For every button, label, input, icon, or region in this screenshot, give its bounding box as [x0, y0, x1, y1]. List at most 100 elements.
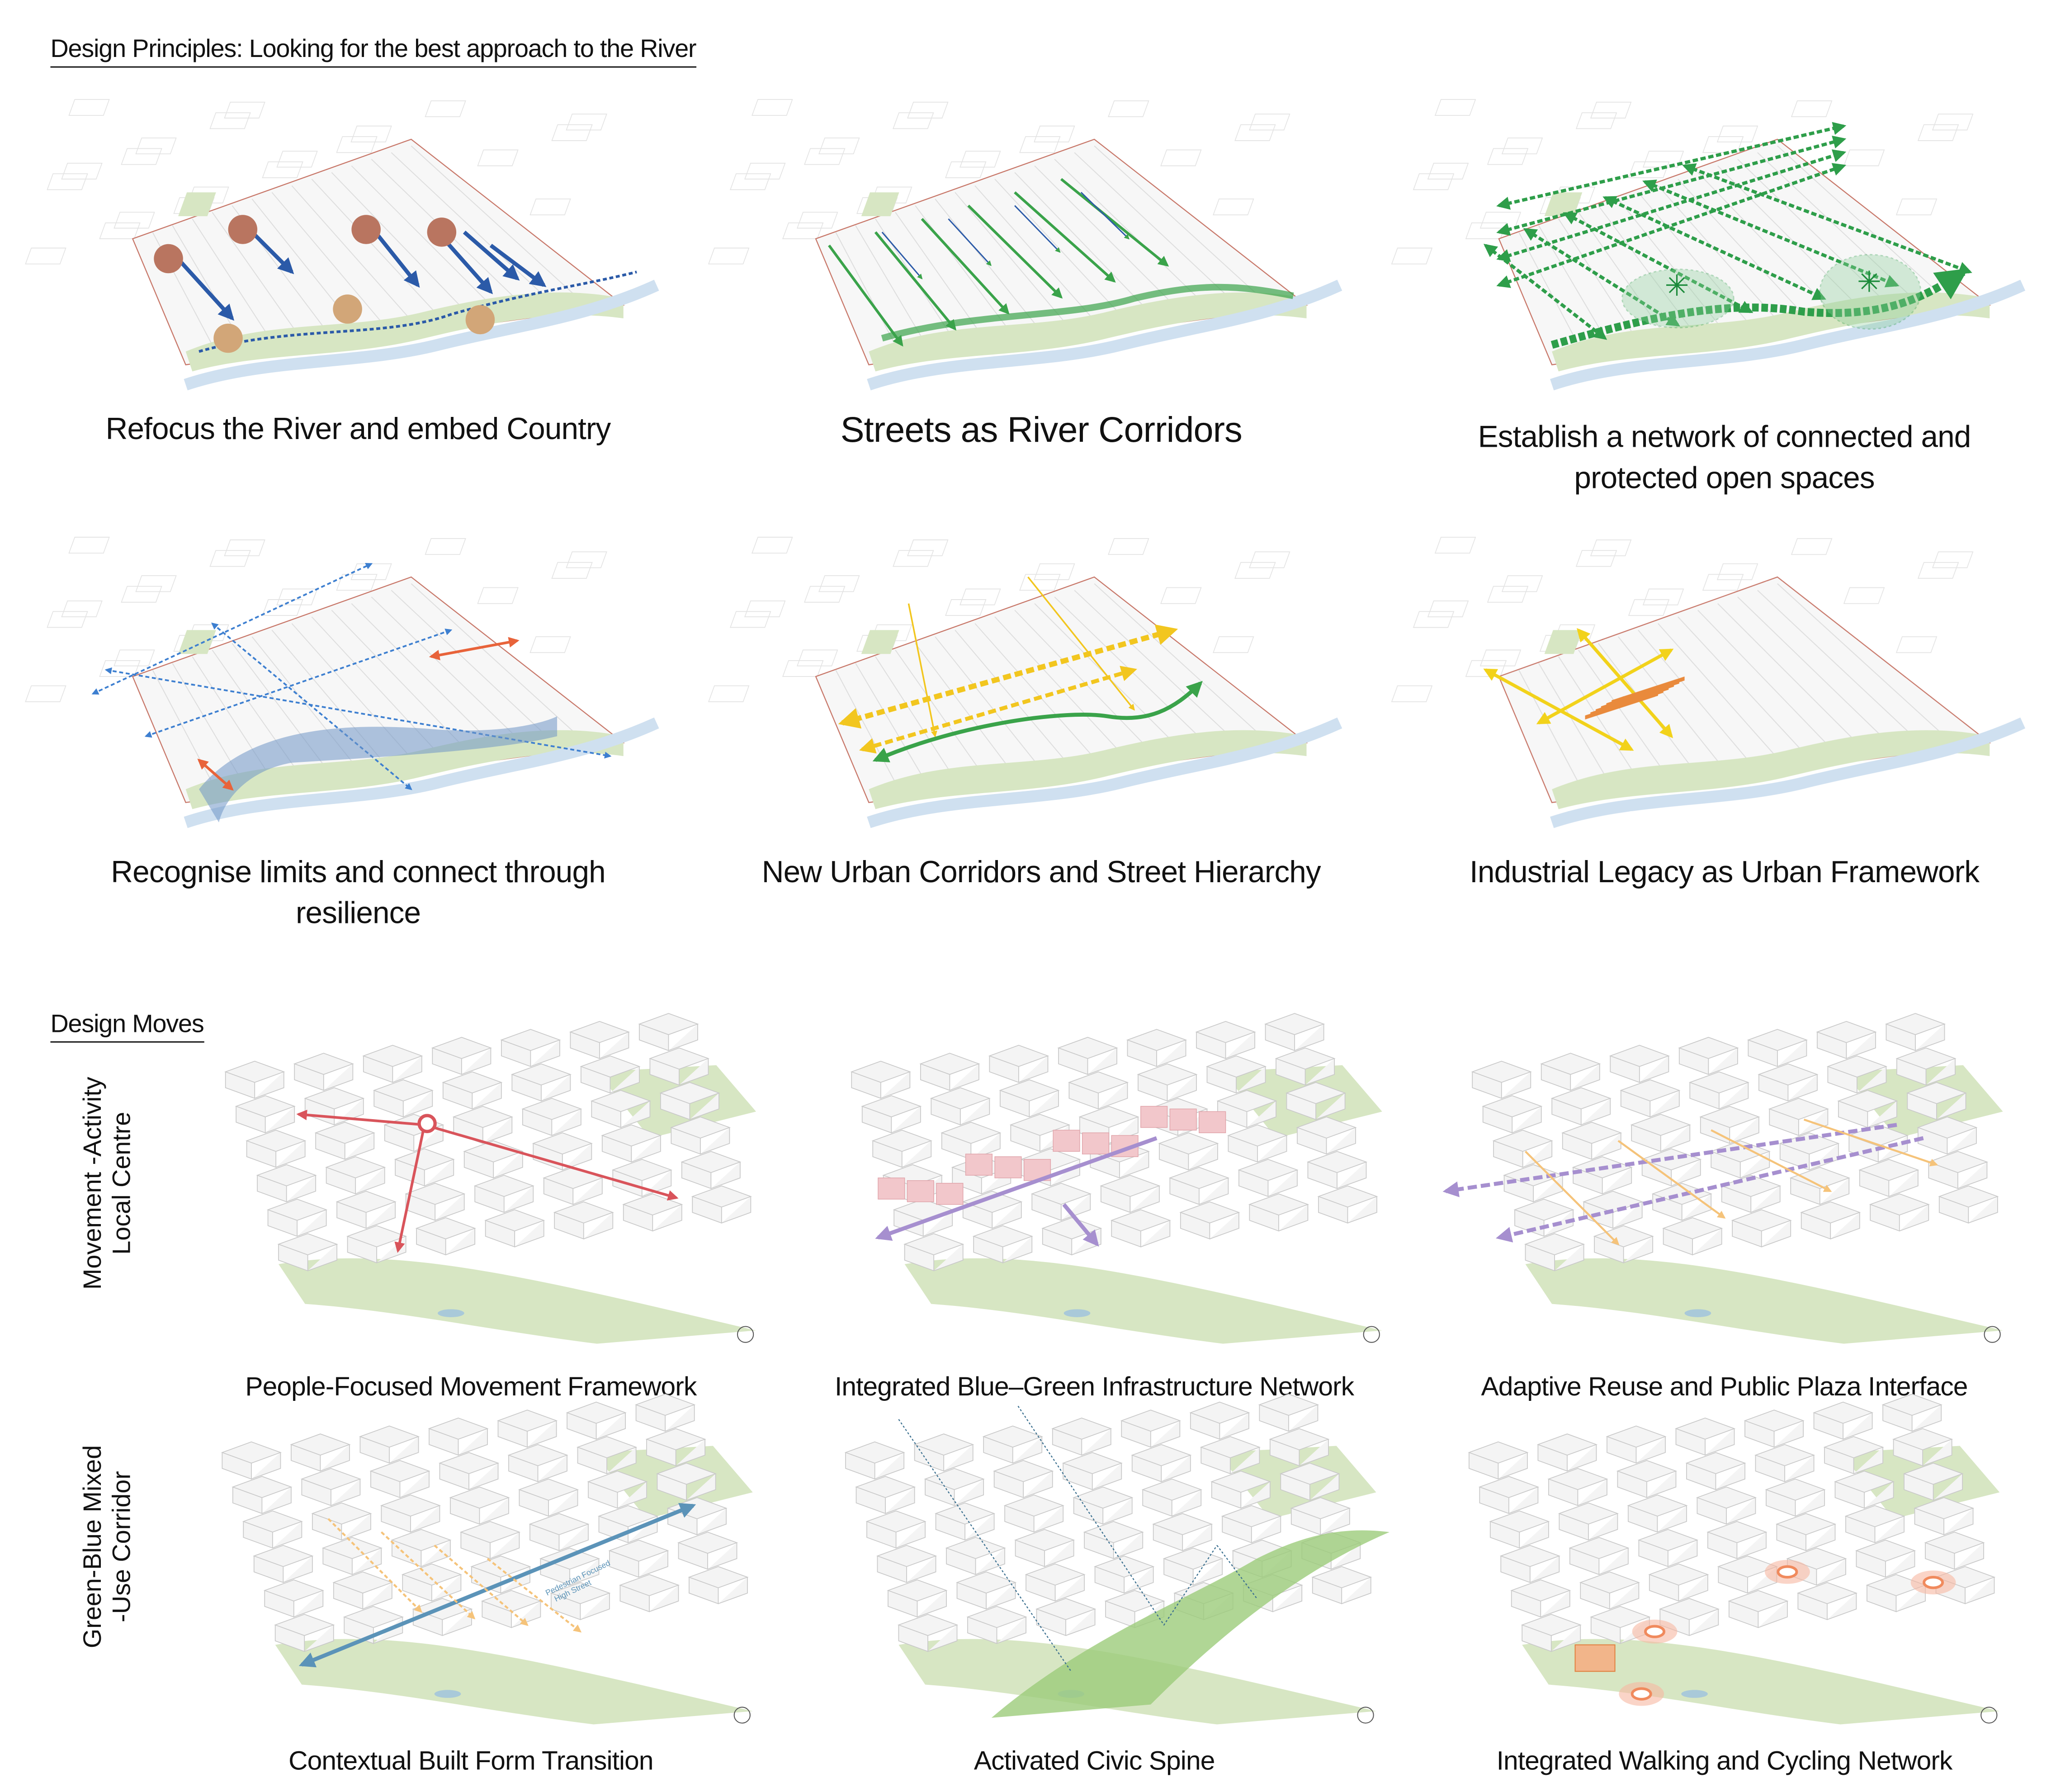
building: [897, 1614, 959, 1652]
context-block: [796, 212, 838, 229]
context-block: [1234, 562, 1276, 579]
industrial-shed: [1612, 676, 1685, 705]
principle-diagram-industrial-legacy: [1391, 537, 2026, 828]
arrow: [463, 231, 520, 281]
context-block: [209, 550, 251, 567]
context-block: [907, 101, 949, 118]
building: [1637, 1529, 1698, 1567]
building: [1279, 1462, 1340, 1501]
building: [510, 1063, 572, 1102]
building: [266, 1198, 328, 1237]
building: [391, 1529, 452, 1567]
building: [529, 1513, 590, 1551]
context-block: [893, 112, 934, 129]
context-block: [1427, 600, 1469, 617]
context-block: [1434, 537, 1476, 554]
street-grid: [855, 225, 925, 343]
context-block: [68, 99, 110, 116]
building: [1478, 1476, 1539, 1514]
building: [1179, 1201, 1240, 1240]
context-block: [1487, 148, 1529, 165]
context-block: [782, 660, 824, 677]
riverside-park: [869, 292, 1307, 372]
building: [1158, 1132, 1219, 1171]
context-block: [262, 161, 303, 178]
street-grid: [192, 218, 271, 340]
street-grid: [311, 179, 446, 324]
building: [887, 1579, 948, 1618]
context-block: [1716, 563, 1758, 580]
context-block: [1234, 124, 1276, 141]
building: [1881, 1394, 1943, 1432]
building: [1892, 1428, 1953, 1466]
river: [867, 717, 1342, 828]
context-block: [1465, 660, 1507, 677]
context-block: [1108, 538, 1149, 555]
building: [518, 1478, 579, 1517]
building: [1131, 1444, 1192, 1482]
building: [481, 1590, 542, 1628]
context-block: [1791, 538, 1833, 555]
street-grid: [212, 212, 300, 337]
arrow: [327, 1518, 422, 1613]
move-diagram-blue-green: [850, 1013, 1382, 1344]
move-diagram-civic-spine: [844, 1394, 1390, 1725]
building: [1057, 1037, 1118, 1075]
context-block: [1917, 124, 1959, 141]
building: [1903, 1462, 1964, 1501]
building: [1699, 1106, 1760, 1144]
building: [913, 1433, 974, 1472]
street-grid: [974, 185, 1100, 327]
context-block: [350, 563, 392, 580]
arrow: [1617, 1140, 1726, 1219]
context-block: [1479, 649, 1522, 667]
building: [1489, 1510, 1550, 1549]
building: [955, 1571, 1017, 1610]
building: [380, 1494, 441, 1533]
country-symbol-icon: [213, 323, 243, 353]
context-block: [959, 588, 1001, 605]
context-block: [1590, 101, 1632, 118]
building: [1073, 1486, 1134, 1525]
country-symbol-icon: [228, 215, 258, 244]
building: [1258, 1394, 1319, 1432]
building: [635, 1394, 696, 1432]
park-block: [1544, 630, 1583, 654]
context-block: [818, 575, 860, 592]
building: [982, 1425, 1043, 1464]
context-block: [1019, 574, 1061, 591]
building: [1513, 1198, 1574, 1237]
building: [1765, 1478, 1826, 1517]
building: [608, 1539, 669, 1578]
arrow: [1014, 191, 1116, 283]
hotspot-icon: [1777, 1565, 1798, 1579]
context-block: [61, 600, 103, 617]
building: [394, 1148, 455, 1187]
building: [242, 1510, 303, 1549]
blue-link-lines: [898, 1405, 1257, 1672]
building: [924, 1468, 985, 1506]
building: [1731, 1209, 1792, 1248]
building: [1800, 1201, 1861, 1240]
context-block: [99, 222, 141, 239]
adaptive-reuse-building: [1574, 1644, 1616, 1672]
context-block: [1702, 136, 1744, 153]
building: [844, 1441, 905, 1480]
street-grid: [291, 185, 417, 327]
building: [1468, 1441, 1529, 1480]
building: [1744, 1409, 1805, 1448]
context-block: [752, 537, 793, 554]
park-block: [861, 192, 899, 217]
building: [966, 1606, 1027, 1644]
building: [314, 1121, 375, 1160]
building: [1521, 1614, 1582, 1652]
context-block: [1917, 562, 1959, 579]
building: [507, 1444, 568, 1482]
north-arrow-icon: [737, 1326, 754, 1343]
building: [1812, 1401, 1874, 1440]
street-grid: [331, 172, 475, 322]
building: [601, 1124, 662, 1163]
building: [1906, 1082, 1967, 1121]
caption-civic-spine: Activated Civic Spine: [974, 1747, 1215, 1776]
building: [1885, 1013, 1946, 1051]
